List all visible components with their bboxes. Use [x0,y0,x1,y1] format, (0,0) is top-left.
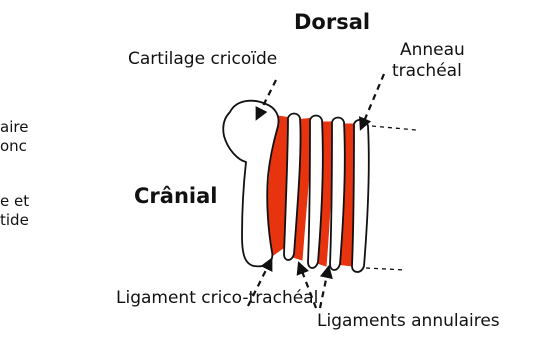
tracheal-ring-4 [352,120,369,272]
tracheal-ring-pointer [362,74,384,126]
annular-ligament-pointer-1 [300,266,316,308]
crico-tracheal-ligament-pointer [248,262,270,306]
annular-ligament-pointer-2 [320,270,328,308]
trachea-continuation-bottom [366,268,406,270]
trachea-continuation-top [372,126,416,130]
